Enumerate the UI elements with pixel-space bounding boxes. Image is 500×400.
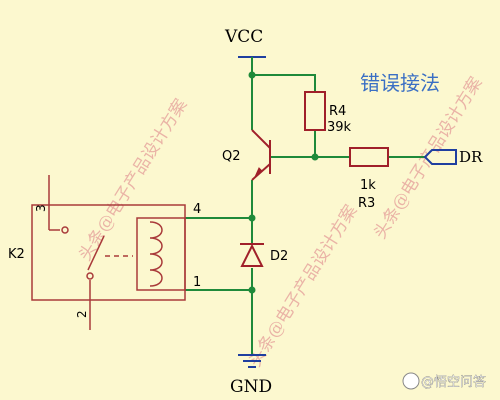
node-pin1 (248, 286, 256, 294)
dr-label: DR (459, 148, 483, 166)
wires (185, 57, 425, 355)
q2-label: Q2 (222, 149, 241, 164)
d2-label: D2 (270, 249, 288, 264)
pin1-label: 1 (193, 275, 201, 290)
credit-badge: @悟空问答 (402, 372, 486, 390)
chat-bubble-icon (402, 372, 420, 390)
node-vcc (248, 71, 256, 79)
pin4-label: 4 (193, 202, 201, 217)
resistor-r4 (304, 91, 326, 131)
r3-name-label: R3 (358, 196, 375, 211)
junction-nodes (248, 71, 319, 294)
resistor-r3 (349, 147, 389, 167)
gnd-label: GND (230, 377, 272, 397)
relay-k2 (31, 175, 186, 330)
node-base (311, 153, 319, 161)
r4-name-label: R4 (329, 104, 346, 119)
r3-value-label: 1k (360, 178, 376, 193)
vcc-label: VCC (224, 27, 263, 47)
k2-label: K2 (8, 247, 25, 262)
pin2-label: 2 (75, 310, 89, 318)
transistor-q2 (251, 129, 271, 181)
footer-credit: @悟空问答 (421, 374, 486, 390)
node-pin4 (248, 214, 256, 222)
dr-port (423, 149, 457, 165)
diode-d2 (240, 243, 264, 267)
diagram-title: 错误接法 (360, 71, 440, 95)
gnd-symbol (238, 354, 266, 368)
r4-value-label: 39k (327, 120, 352, 135)
pin3-label: 3 (34, 204, 48, 212)
